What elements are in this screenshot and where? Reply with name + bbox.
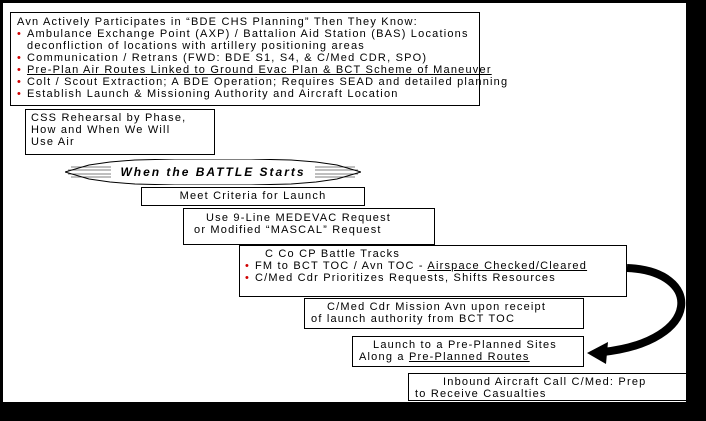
css-rehearsal-line: Use Air bbox=[31, 136, 75, 148]
nine-line-box: Use 9-Line MEDEVAC Request or Modified “… bbox=[183, 208, 435, 245]
battle-starts-banner: When the BATTLE Starts bbox=[65, 159, 361, 185]
bullet-icon: • bbox=[17, 88, 23, 100]
launch-box: Launch to a Pre-Planned Sites Along a Pr… bbox=[352, 336, 584, 367]
launch-text: Launch to a Pre-Planned Sites bbox=[373, 339, 558, 351]
mission-box: C/Med Cdr Mission Avn upon receipt of la… bbox=[304, 298, 584, 329]
battle-tracks-item: •C/Med Cdr Prioritizes Requests, Shifts … bbox=[245, 272, 556, 284]
battle-tracks-box: C Co CP Battle Tracks •FM to BCT TOC / A… bbox=[239, 245, 627, 297]
inbound-text: to Receive Casualties bbox=[415, 388, 547, 400]
inbound-box: Inbound Aircraft Call C/Med: Prep to Rec… bbox=[408, 373, 686, 401]
launch-text: Along a Pre-Planned Routes bbox=[359, 351, 530, 363]
bullet-icon: • bbox=[17, 76, 23, 88]
planning-item: •Pre-Plan Air Routes Linked to Ground Ev… bbox=[17, 64, 492, 76]
bullet-icon: • bbox=[17, 52, 23, 64]
bullet-icon: • bbox=[17, 28, 23, 40]
mission-text: of launch authority from BCT TOC bbox=[311, 313, 516, 325]
diagram-canvas: Avn Actively Participates in “BDE CHS Pl… bbox=[3, 3, 686, 402]
css-rehearsal-line: How and When We Will bbox=[31, 124, 171, 136]
battle-tracks-title: C Co CP Battle Tracks bbox=[265, 248, 401, 260]
banner-star-shape-icon bbox=[65, 159, 361, 185]
planning-box: Avn Actively Participates in “BDE CHS Pl… bbox=[10, 12, 509, 106]
planning-item: •Ambulance Exchange Point (AXP) / Battal… bbox=[17, 28, 469, 40]
mission-text: C/Med Cdr Mission Avn upon receipt bbox=[327, 301, 547, 313]
meet-criteria-text: Meet Criteria for Launch bbox=[179, 190, 327, 202]
css-rehearsal-line: CSS Rehearsal by Phase, bbox=[31, 112, 187, 124]
meet-criteria-box: Meet Criteria for Launch bbox=[141, 187, 365, 206]
nine-line-text: Use 9-Line MEDEVAC Request bbox=[206, 212, 392, 224]
nine-line-text: or Modified “MASCAL” Request bbox=[194, 224, 382, 236]
css-rehearsal-box: CSS Rehearsal by Phase, How and When We … bbox=[25, 109, 215, 155]
inbound-text: Inbound Aircraft Call C/Med: Prep bbox=[443, 376, 647, 388]
battle-tracks-item: •FM to BCT TOC / Avn TOC - Airspace Chec… bbox=[245, 260, 588, 272]
bullet-icon: • bbox=[17, 64, 23, 76]
bullet-icon: • bbox=[245, 260, 251, 272]
banner-title: When the BATTLE Starts bbox=[120, 165, 306, 179]
planning-box-title: Avn Actively Participates in “BDE CHS Pl… bbox=[17, 16, 418, 28]
planning-item-continuation: deconfliction of locations with artiller… bbox=[27, 40, 365, 52]
planning-item: •Establish Launch & Missioning Authority… bbox=[17, 88, 399, 100]
bullet-icon: • bbox=[245, 272, 251, 284]
planning-item: •Communication / Retrans (FWD: BDE S1, S… bbox=[17, 52, 428, 64]
planning-item: •Colt / Scout Extraction; A BDE Operatio… bbox=[17, 76, 509, 88]
